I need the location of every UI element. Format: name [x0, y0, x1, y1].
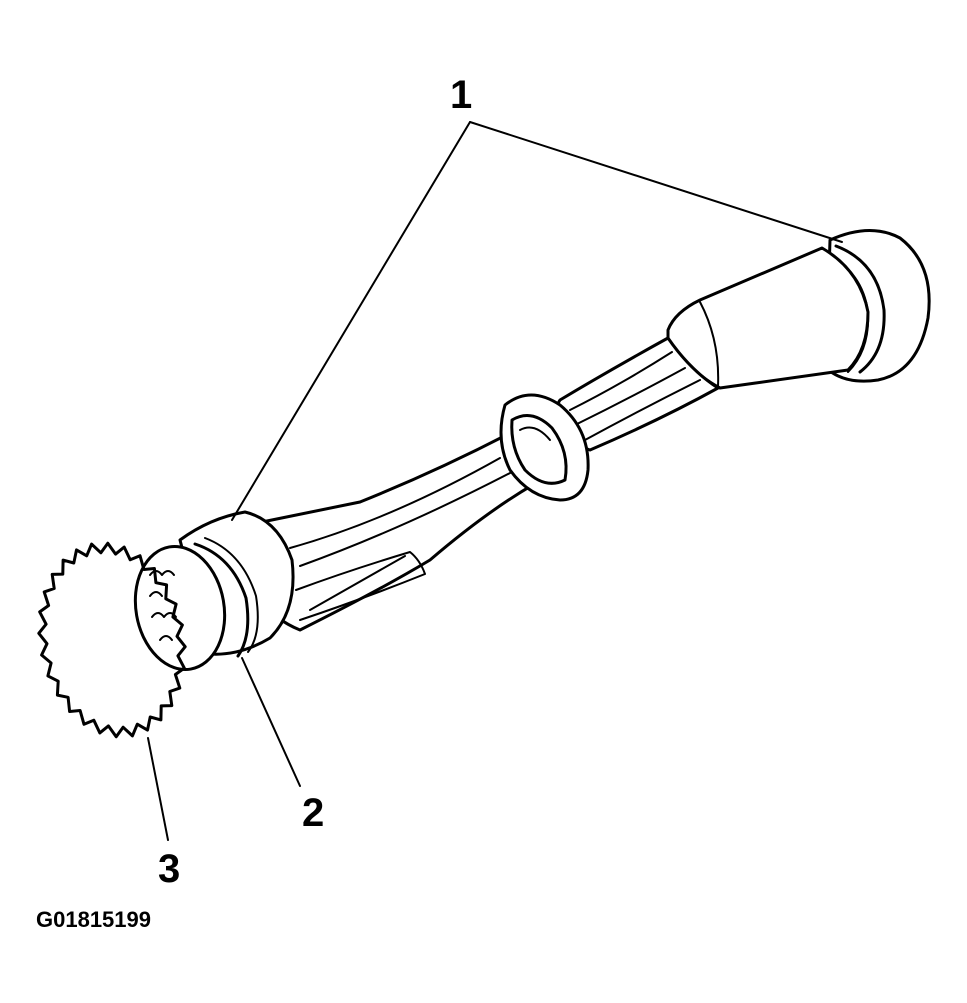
leader-lines [147, 121, 843, 841]
middle-grommet [499, 393, 590, 502]
callout-label-1: 1 [450, 73, 472, 117]
spline-gear-ring [37, 541, 187, 739]
callout-label-3: 3 [158, 847, 180, 891]
right-housing [666, 246, 870, 390]
left-spline-face [133, 544, 227, 672]
callout-label-2: 2 [302, 791, 324, 835]
figure-code: G01815199 [36, 907, 151, 932]
